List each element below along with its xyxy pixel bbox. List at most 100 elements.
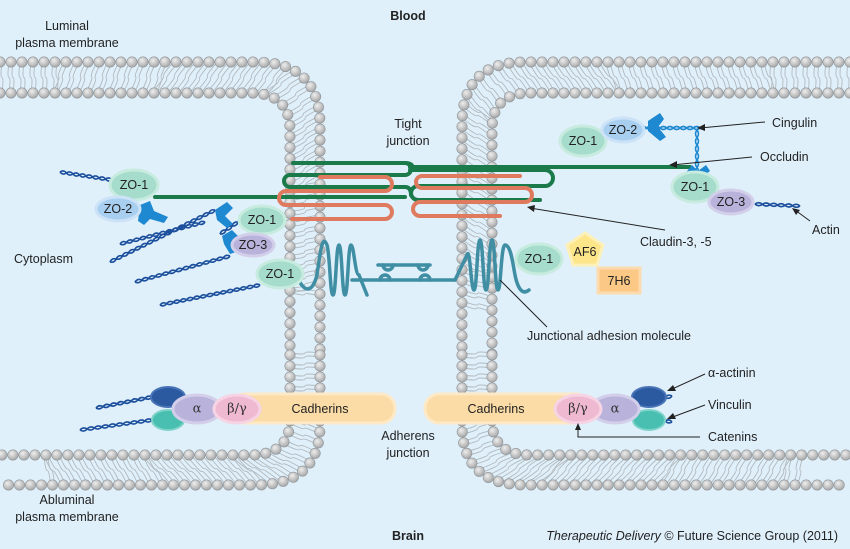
lipid-tail	[47, 454, 55, 485]
lipid-tail	[151, 61, 164, 93]
lipid-head	[266, 478, 278, 490]
lipid-tail	[266, 451, 304, 470]
lipid-head	[756, 56, 768, 68]
lipid-tail	[461, 351, 493, 355]
lipid-tail	[91, 453, 110, 485]
lipid-head	[13, 479, 25, 491]
lipid-head	[486, 315, 498, 327]
lipid-tail	[174, 60, 197, 93]
lipid-tail	[465, 439, 498, 452]
vinculin-label: Vinculin	[708, 398, 752, 412]
lipid-head	[150, 449, 162, 461]
lipid-tail	[477, 77, 500, 105]
lipid-tail	[785, 455, 794, 486]
lipid-tail	[87, 455, 107, 487]
lipid-head	[756, 479, 768, 491]
lipid-tail	[155, 62, 168, 94]
lipid-head	[247, 56, 259, 68]
lipid-tail	[102, 453, 121, 485]
cingulin-y-mid1	[215, 202, 233, 228]
lipid-tail	[584, 453, 614, 484]
lipid-head	[284, 295, 296, 307]
lipid-tail	[163, 60, 186, 93]
abluminal-label-line2: plasma membrane	[15, 510, 119, 524]
alpha-actinin-arrowhead	[667, 385, 676, 391]
cadherins-label: Cadherins	[468, 402, 525, 416]
credit-line: Therapeutic Delivery © Future Science Gr…	[546, 529, 838, 543]
lipid-tail	[470, 85, 494, 114]
lipid-head	[284, 207, 296, 219]
lipid-tail	[289, 247, 320, 256]
lipid-tail	[660, 62, 673, 94]
lipid-head	[71, 56, 83, 68]
lipid-tail	[275, 79, 306, 101]
lipid-tail	[461, 355, 493, 359]
lipid-head	[486, 227, 498, 239]
lipid-head	[258, 56, 270, 68]
lipid-head	[486, 326, 498, 338]
lipid-tail	[716, 453, 735, 485]
lipid-tail	[752, 61, 765, 93]
lipid-tail	[573, 453, 603, 484]
lipid-tail	[576, 60, 600, 93]
lipid-tail	[157, 453, 187, 484]
lipid-head	[104, 87, 116, 99]
lipid-head	[473, 70, 485, 82]
lipid-tail	[289, 366, 321, 370]
lipid-tail	[802, 61, 806, 94]
lipid-tail	[289, 384, 321, 388]
lipid-head	[657, 56, 669, 68]
lipid-head	[712, 479, 724, 491]
lipid-tail	[561, 62, 585, 95]
lipid-head	[624, 56, 636, 68]
lipid-head	[609, 449, 621, 461]
catenins-label: Catenins	[708, 430, 757, 444]
lipid-head	[284, 360, 296, 372]
actin-filament	[119, 220, 206, 245]
lipid-head	[486, 293, 498, 305]
lipid-head	[159, 56, 171, 68]
lipid-tail	[67, 62, 80, 94]
lipid-tail	[627, 62, 640, 94]
actin-filament	[159, 283, 261, 306]
lipid-head	[504, 91, 516, 103]
lipid-head	[686, 449, 698, 461]
lipid-head	[653, 449, 665, 461]
lipid-head	[314, 321, 326, 333]
cingulin-arrow	[699, 121, 766, 129]
lipid-tail	[283, 87, 313, 108]
lipid-head	[314, 426, 326, 438]
lipid-tail	[664, 61, 677, 93]
lipid-tail	[464, 102, 494, 122]
lipid-tail	[288, 97, 317, 117]
lipid-head	[675, 449, 687, 461]
lipid-head	[580, 87, 592, 99]
lipid-tail	[7, 61, 11, 94]
lipid-tail	[480, 74, 503, 103]
lipid-head	[117, 449, 129, 461]
junctional-adhesion-molecules	[293, 238, 531, 297]
lipid-tail	[22, 61, 26, 94]
lipid-head	[16, 56, 28, 68]
lipid-tail	[617, 453, 647, 484]
lipid-tail	[543, 60, 567, 93]
lipid-tail	[251, 62, 274, 93]
zo1-right-top: ZO-1	[558, 124, 608, 158]
lipid-head	[466, 79, 478, 91]
alpha-catenin-label: α	[193, 402, 202, 417]
lipid-head	[558, 87, 570, 99]
lipid-head	[547, 87, 559, 99]
lipid-tail	[198, 456, 228, 487]
lipid-tail	[176, 456, 206, 487]
lipid-head	[284, 229, 296, 241]
lipid-head	[287, 471, 299, 483]
lipid-head	[569, 87, 581, 99]
lipid-head	[5, 87, 17, 99]
lipid-head	[314, 382, 326, 394]
lipid-head	[510, 447, 522, 459]
lipid-head	[489, 106, 501, 118]
lipid-tail	[780, 61, 784, 94]
lipid-tail	[120, 455, 140, 487]
lipid-tail	[693, 62, 706, 94]
lipid-head	[310, 91, 322, 103]
